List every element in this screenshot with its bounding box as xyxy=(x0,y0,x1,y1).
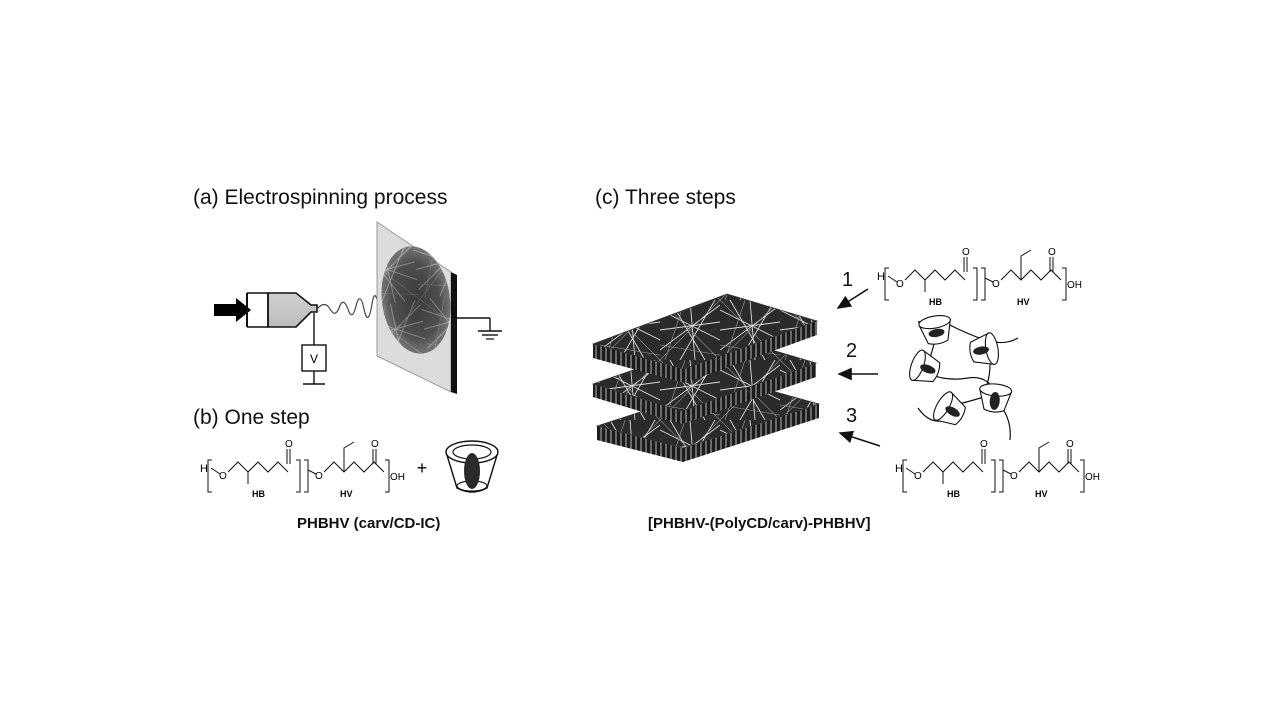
svg-text:O: O xyxy=(896,279,904,290)
svg-text:O: O xyxy=(219,471,227,482)
polycd-network xyxy=(909,315,1019,441)
step-number-3: 3 xyxy=(846,405,858,427)
svg-text:HV: HV xyxy=(1035,489,1048,499)
phbhv-structure-b: H O O HB O O OH HV xyxy=(200,439,405,499)
svg-text:O: O xyxy=(315,471,323,482)
step-number-1: 1 xyxy=(842,269,854,291)
svg-text:HV: HV xyxy=(1017,297,1030,307)
electrospinning-jet xyxy=(316,295,380,318)
electrospinning-setup: V xyxy=(214,221,502,394)
svg-text:O: O xyxy=(1066,439,1074,450)
stacked-fiber-mats xyxy=(591,293,821,462)
cyclodextrin-complex-icon xyxy=(445,440,499,493)
svg-text:O: O xyxy=(1048,247,1056,258)
svg-text:O: O xyxy=(992,279,1000,290)
step-number-2: 2 xyxy=(846,340,858,362)
ground-icon xyxy=(457,317,502,340)
phbhv-structure-step-3: H O O HB O O OH HV xyxy=(895,439,1100,499)
svg-text:HB: HB xyxy=(252,489,265,499)
svg-text:OH: OH xyxy=(1067,280,1082,291)
svg-text:H: H xyxy=(877,271,885,283)
panel-c-title: (c) Three steps xyxy=(595,186,736,209)
svg-text:OH: OH xyxy=(390,472,405,483)
svg-text:O: O xyxy=(962,247,970,258)
phbhv-structure-step-1: H O O HB O O OH HV xyxy=(877,247,1082,307)
panel-b-caption: PHBHV (carv/CD-IC) xyxy=(297,515,441,532)
svg-text:HB: HB xyxy=(929,297,942,307)
svg-text:HV: HV xyxy=(340,489,353,499)
step-1-arrow xyxy=(836,288,869,309)
svg-text:O: O xyxy=(1010,471,1018,482)
fiber-mat-layer-1 xyxy=(591,293,819,383)
svg-text:O: O xyxy=(914,471,922,482)
svg-text:O: O xyxy=(371,439,379,450)
step-3-arrow xyxy=(838,430,881,447)
svg-text:HB: HB xyxy=(947,489,960,499)
panel-b-title: (b) One step xyxy=(193,406,310,429)
panel-c-caption: [PHBHV-(PolyCD/carv)-PHBHV] xyxy=(648,515,871,532)
svg-text:H: H xyxy=(895,463,903,475)
push-arrow-icon xyxy=(214,298,251,322)
syringe-icon xyxy=(246,292,318,328)
svg-text:H: H xyxy=(200,463,208,475)
plus-sign: + xyxy=(417,458,428,478)
collector-plate xyxy=(376,221,457,394)
panel-a-title: (a) Electrospinning process xyxy=(193,186,448,209)
voltage-source: V xyxy=(301,313,327,385)
svg-text:O: O xyxy=(285,439,293,450)
svg-text:O: O xyxy=(980,439,988,450)
voltage-label: V xyxy=(310,352,318,366)
svg-text:OH: OH xyxy=(1085,472,1100,483)
